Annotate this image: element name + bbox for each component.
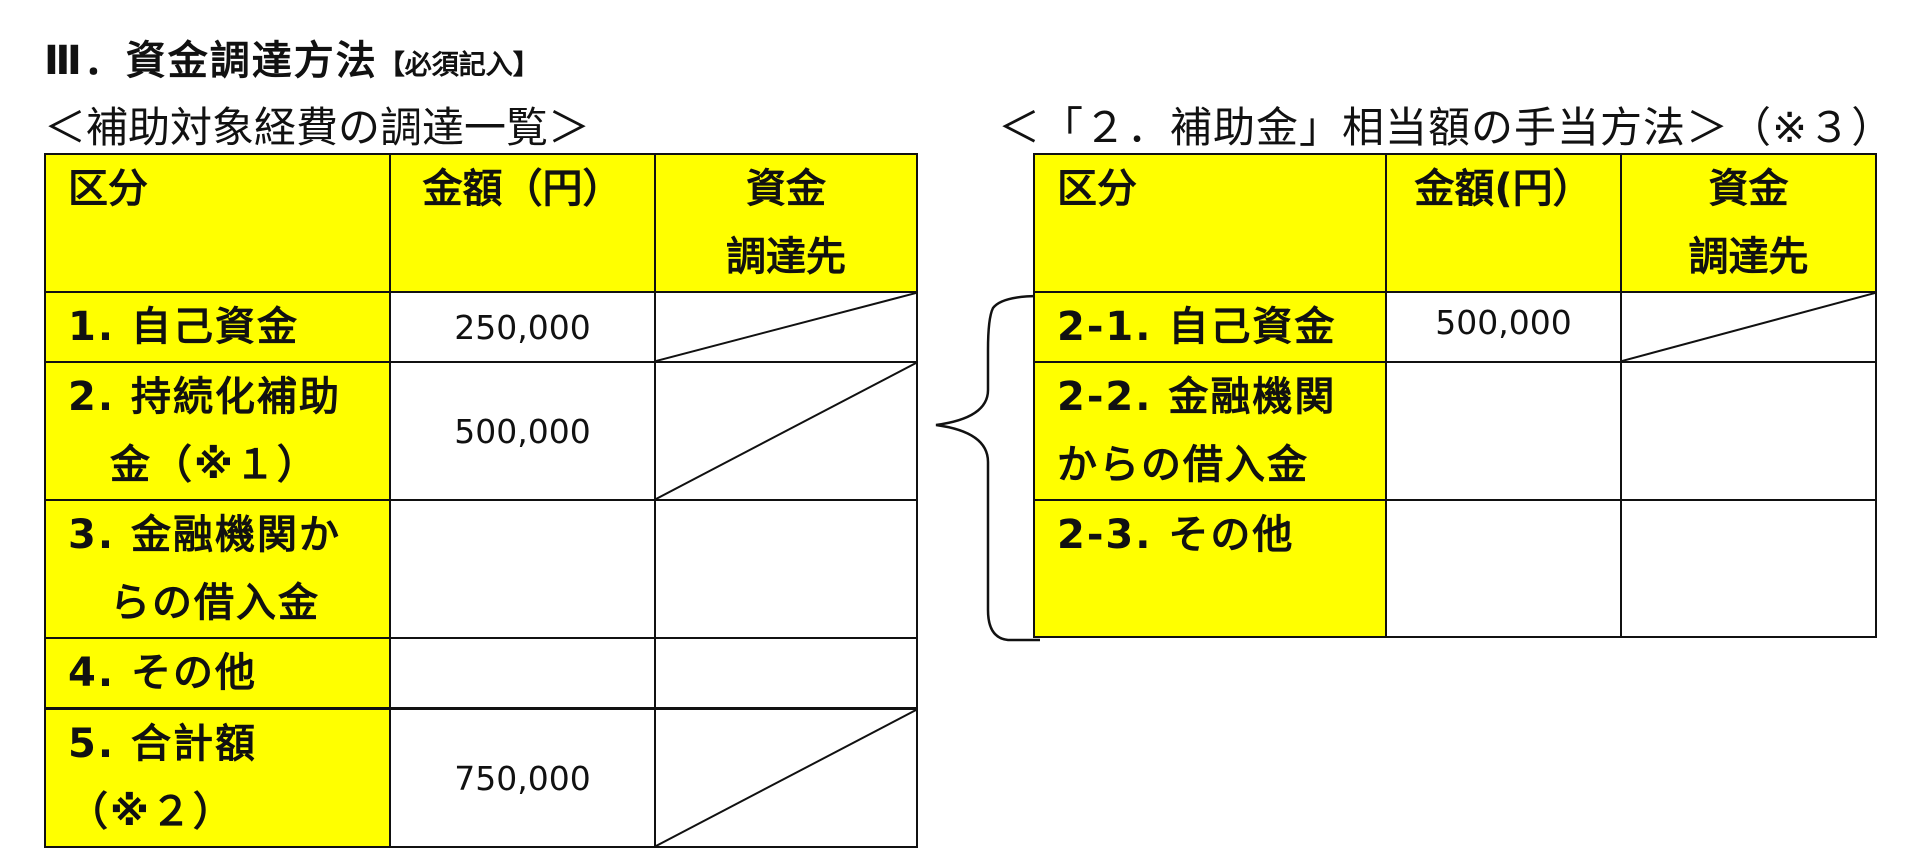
header-amount-cell: 金額(円） <box>1385 153 1622 293</box>
source-cell-struck <box>654 291 918 363</box>
brace-connector <box>935 294 1041 642</box>
amount-cell[interactable] <box>1385 361 1622 501</box>
table-row: 2-2. 金融機関 からの借入金 <box>1033 361 1877 501</box>
diagonal-strike <box>656 710 916 846</box>
amount-cell[interactable]: 500,000 <box>389 361 656 501</box>
header-source-cell: 資金 調達先 <box>654 153 918 293</box>
table-row: 1. 自己資金 250,000 <box>44 291 918 363</box>
table-row: 2-3. その他 <box>1033 499 1877 638</box>
section-title-text: Ⅲ．資金調達方法 <box>44 38 378 84</box>
table-row-total: 5. 合計額 （※２） 750,000 <box>44 707 918 848</box>
category-cell: 2-2. 金融機関 からの借入金 <box>1033 361 1387 501</box>
diagonal-strike <box>1622 293 1875 361</box>
amount-cell[interactable] <box>389 499 656 639</box>
section-title: Ⅲ．資金調達方法【必須記入】 <box>44 28 540 86</box>
category-cell: 2-1. 自己資金 <box>1033 291 1387 363</box>
funding-list-table: 区分 金額（円） 資金 調達先 1. 自己資金 250,000 2. 持続化補助… <box>44 153 918 848</box>
table-header-row: 区分 金額（円） 資金 調達先 <box>44 153 918 293</box>
source-cell-struck <box>654 361 918 501</box>
diagonal-strike <box>656 363 916 499</box>
subsidy-coverage-title: ＜「２．補助金」相当額の手当方法＞（※３） <box>998 103 1895 152</box>
header-source-line2: 調達先 <box>1688 234 1809 280</box>
required-note: 【必須記入】 <box>377 50 540 81</box>
header-category-cell: 区分 <box>44 153 391 293</box>
amount-cell[interactable]: 250,000 <box>389 291 656 363</box>
source-cell[interactable] <box>1620 361 1877 501</box>
diagonal-strike <box>656 293 916 361</box>
subsidy-coverage-table: 区分 金額(円） 資金 調達先 2-1. 自己資金 500,000 2-2. 金… <box>1033 153 1877 638</box>
category-cell: 2. 持続化補助 金（※１） <box>44 361 391 501</box>
amount-value: 500,000 <box>1435 303 1572 342</box>
category-cell: 2-3. その他 <box>1033 499 1387 638</box>
source-cell[interactable] <box>654 637 918 710</box>
table-row: 4. その他 <box>44 637 918 710</box>
header-category-cell: 区分 <box>1033 153 1387 293</box>
table-header-row: 区分 金額(円） 資金 調達先 <box>1033 153 1877 293</box>
table-row: 2-1. 自己資金 500,000 <box>1033 291 1877 363</box>
category-cell: 4. その他 <box>44 637 391 710</box>
source-cell-struck <box>654 707 918 848</box>
amount-cell[interactable] <box>1385 499 1622 638</box>
source-cell[interactable] <box>1620 499 1877 638</box>
amount-cell[interactable]: 500,000 <box>1385 291 1622 363</box>
header-source-line1: 資金 <box>746 166 826 212</box>
category-cell: 3. 金融機関か らの借入金 <box>44 499 391 639</box>
amount-cell[interactable] <box>389 637 656 710</box>
category-cell: 5. 合計額 （※２） <box>44 707 391 848</box>
header-source-line2: 調達先 <box>726 234 846 280</box>
header-source-line1: 資金 <box>1708 166 1789 212</box>
table-row: 2. 持続化補助 金（※１） 500,000 <box>44 361 918 501</box>
header-source-cell: 資金 調達先 <box>1620 153 1877 293</box>
source-cell[interactable] <box>654 499 918 639</box>
funding-list-title: ＜補助対象経費の調達一覧＞ <box>44 103 591 152</box>
source-cell-struck <box>1620 291 1877 363</box>
total-amount-cell[interactable]: 750,000 <box>389 707 656 848</box>
table-row: 3. 金融機関か らの借入金 <box>44 499 918 639</box>
category-cell: 1. 自己資金 <box>44 291 391 363</box>
brace-path <box>935 294 1041 642</box>
header-amount-cell: 金額（円） <box>389 153 656 293</box>
